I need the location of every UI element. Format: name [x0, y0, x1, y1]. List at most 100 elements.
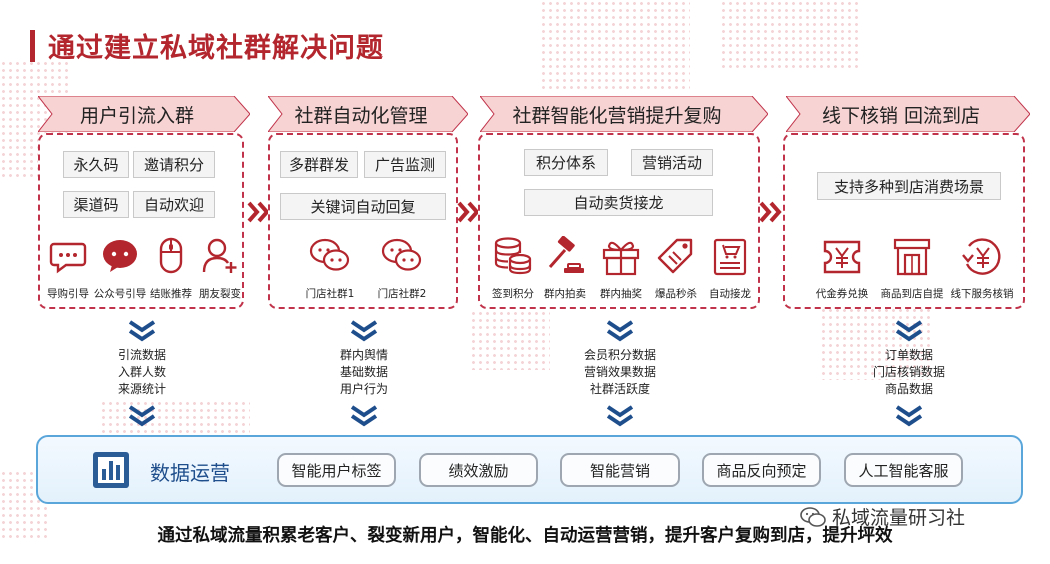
ops-pill-5: 人工智能客服: [844, 453, 963, 487]
wechat-icon: [103, 240, 137, 272]
stage-2-header-label: 社群自动化管理: [294, 104, 428, 127]
stage-3-item-5-label: 自动接龙: [709, 288, 751, 300]
stage-1-data-3: 来源统计: [117, 382, 166, 396]
stage-1-data-list: 引流数据 入群人数 来源统计: [77, 347, 207, 398]
double-chevron-right-icon: [457, 201, 480, 223]
stage-1-data-1: 引流数据: [117, 348, 166, 362]
stage-2-data-1: 群内舆情: [339, 348, 388, 362]
double-chevron-right-icon: [247, 201, 270, 223]
stage-3-item-3-label: 群内抽奖: [600, 288, 642, 300]
store-icon: [893, 238, 931, 276]
stage-2-tag-3: 关键词自动回复: [280, 193, 446, 220]
ops-pill-3: 智能营销: [560, 453, 680, 487]
wechat-logo-icon: [800, 506, 826, 527]
stage-1-item-4: 朋友裂变: [180, 236, 260, 304]
stage-1-tag-3: 渠道码: [63, 191, 129, 218]
price-tag-icon: [657, 238, 693, 274]
page-title: 通过建立私域社群解决问题: [48, 33, 384, 64]
stage-1-item-2: 公众号引导: [80, 236, 160, 304]
stage-3-data-1: 会员积分数据: [583, 348, 656, 362]
stage-1-tag-4: 自动欢迎: [133, 191, 215, 218]
watermark-text: 私域流量研习社: [832, 507, 966, 529]
stage-4-data-3: 商品数据: [884, 382, 933, 396]
chat-bubble-icon: [49, 242, 87, 274]
stage-3-header-label: 社群智能化营销提升复购: [512, 104, 722, 127]
stage-3-item-4-label: 爆品秒杀: [655, 288, 697, 300]
stage-2-tag-2: 广告监测: [364, 151, 446, 178]
stage-4-item-1-label: 代金券兑换: [815, 288, 869, 300]
stage-2-item-1: 门店社群1: [290, 236, 370, 304]
stage-2-tag-1: 多群群发: [280, 151, 358, 178]
double-chevron-down-icon: [895, 320, 923, 342]
ops-pill-4: 商品反向预定: [702, 453, 821, 487]
stage-1-header-label: 用户引流入群: [79, 104, 194, 127]
shop-list-icon: [713, 238, 747, 276]
double-chevron-down-icon: [128, 320, 156, 342]
stage-3-tag-1: 积分体系: [524, 149, 608, 176]
stage-4-header-label: 线下核销 回流到店: [821, 104, 981, 127]
double-chevron-down-icon: [128, 405, 156, 427]
stage-3-item-1-label: 签到积分: [492, 288, 534, 300]
stage-1-item-1: 导购引导: [28, 236, 108, 304]
stage-2-item-1-label: 门店社群1: [305, 288, 355, 300]
stage-1-data-2: 入群人数: [117, 365, 166, 379]
summary-text: 通过私域流量积累老客户、裂变新用户，智能化、自动运营营销，提升客户复购到店，提升…: [157, 526, 893, 546]
double-chevron-down-icon: [606, 405, 634, 427]
stage-2-data-list: 群内舆情 基础数据 用户行为: [299, 347, 429, 398]
double-chevron-down-icon: [350, 320, 378, 342]
stage-4-data-list: 订单数据 门店核销数据 商品数据: [844, 347, 974, 398]
stage-3-tag-2: 营销活动: [631, 149, 713, 176]
bar-chart-icon: [93, 452, 129, 488]
double-chevron-down-icon: [606, 320, 634, 342]
stage-1-item-3: 结账推荐: [131, 236, 211, 304]
gavel-icon: [548, 236, 584, 273]
watermark: 私域流量研习社: [800, 503, 965, 530]
data-operations-title: 数据运营: [150, 461, 230, 485]
stage-1-item-2-label: 公众号引导: [93, 288, 147, 300]
stage-3-data-3: 社群活跃度: [589, 382, 650, 396]
stage-4-data-1: 订单数据: [884, 348, 933, 362]
stage-3-item-2-label: 群内拍卖: [544, 288, 586, 300]
stage-1-tag-2: 邀请积分: [133, 151, 215, 178]
stage-1-header: 用户引流入群: [38, 96, 250, 132]
stage-3-data-2: 营销效果数据: [583, 365, 656, 379]
stage-4-header: 线下核销 回流到店: [786, 96, 1030, 132]
stage-4-data-2: 门店核销数据: [872, 365, 945, 379]
stage-3-item-4: 爆品秒杀: [636, 236, 716, 304]
ops-pill-2: 绩效激励: [419, 453, 538, 487]
yuan-exchange-icon: [962, 238, 1001, 275]
stage-4-box: [783, 133, 1025, 309]
stage-2-header: 社群自动化管理: [268, 96, 468, 132]
stage-2-data-3: 用户行为: [339, 382, 388, 396]
double-chevron-down-icon: [350, 405, 378, 427]
stage-4-item-2-label: 商品到店自提: [880, 288, 944, 300]
double-chevron-down-icon: [895, 405, 923, 427]
stage-3-header: 社群智能化营销提升复购: [480, 96, 768, 132]
stage-3-data-list: 会员积分数据 营销效果数据 社群活跃度: [555, 347, 685, 398]
stage-3-item-2: 群内拍卖: [525, 236, 605, 304]
wechat-chat-icon: [309, 238, 350, 271]
stage-1-tag-1: 永久码: [63, 151, 129, 178]
ops-pill-1: 智能用户标签: [277, 453, 396, 487]
stage-4-item-3: 线下服务核销: [942, 236, 1022, 304]
stage-1-item-4-label: 朋友裂变: [199, 288, 241, 300]
stage-2-item-2-label: 门店社群2: [377, 288, 427, 300]
stage-3-item-3: 群内抽奖: [581, 236, 661, 304]
stage-2-data-2: 基础数据: [339, 365, 388, 379]
stage-4-tag-1: 支持多种到店消费场景: [817, 172, 1001, 200]
stage-2-item-2: 门店社群2: [362, 236, 442, 304]
stage-4-item-3-label: 线下服务核销: [950, 288, 1014, 300]
stage-4-item-1: 代金券兑换: [802, 236, 882, 304]
stage-3-tag-3: 自动卖货接龙: [524, 189, 713, 216]
double-chevron-right-icon: [759, 201, 782, 223]
yuan-voucher-icon: [823, 240, 861, 274]
gift-icon: [602, 241, 640, 276]
stage-3-item-1: 签到积分: [473, 236, 553, 304]
stage-3-item-5: 自动接龙: [690, 236, 770, 304]
wechat-chat-icon: [381, 238, 422, 271]
add-user-icon: [202, 238, 237, 273]
coins-icon: [494, 237, 532, 275]
stage-4-item-2: 商品到店自提: [872, 236, 952, 304]
stage-1-item-3-label: 结账推荐: [150, 288, 192, 300]
stage-1-item-1-label: 导购引导: [47, 288, 89, 300]
